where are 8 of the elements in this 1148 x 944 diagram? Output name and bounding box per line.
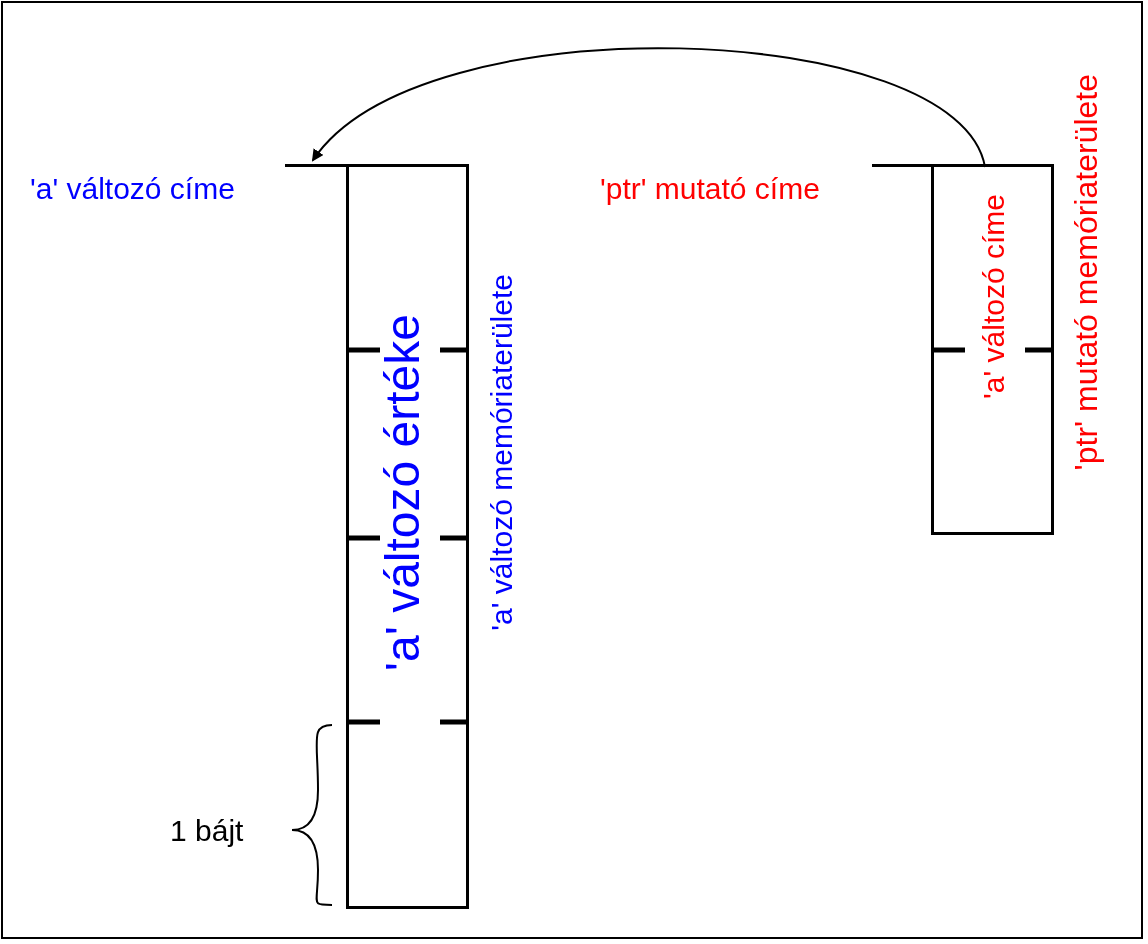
address-label: 'ptr' mutató címe xyxy=(600,174,820,204)
memory-area-label: 'a' változó memóriaterülete xyxy=(487,274,517,631)
size-label: 1 bájt xyxy=(170,816,244,846)
memory-area-label: 'ptr' mutató memóriaterülete xyxy=(1070,74,1102,471)
value-text: 'a' változó értéke xyxy=(379,314,427,672)
address-label: 'a' változó címe xyxy=(30,174,235,204)
value-text: 'a' változó címe xyxy=(979,194,1009,399)
arrow xyxy=(311,47,986,168)
